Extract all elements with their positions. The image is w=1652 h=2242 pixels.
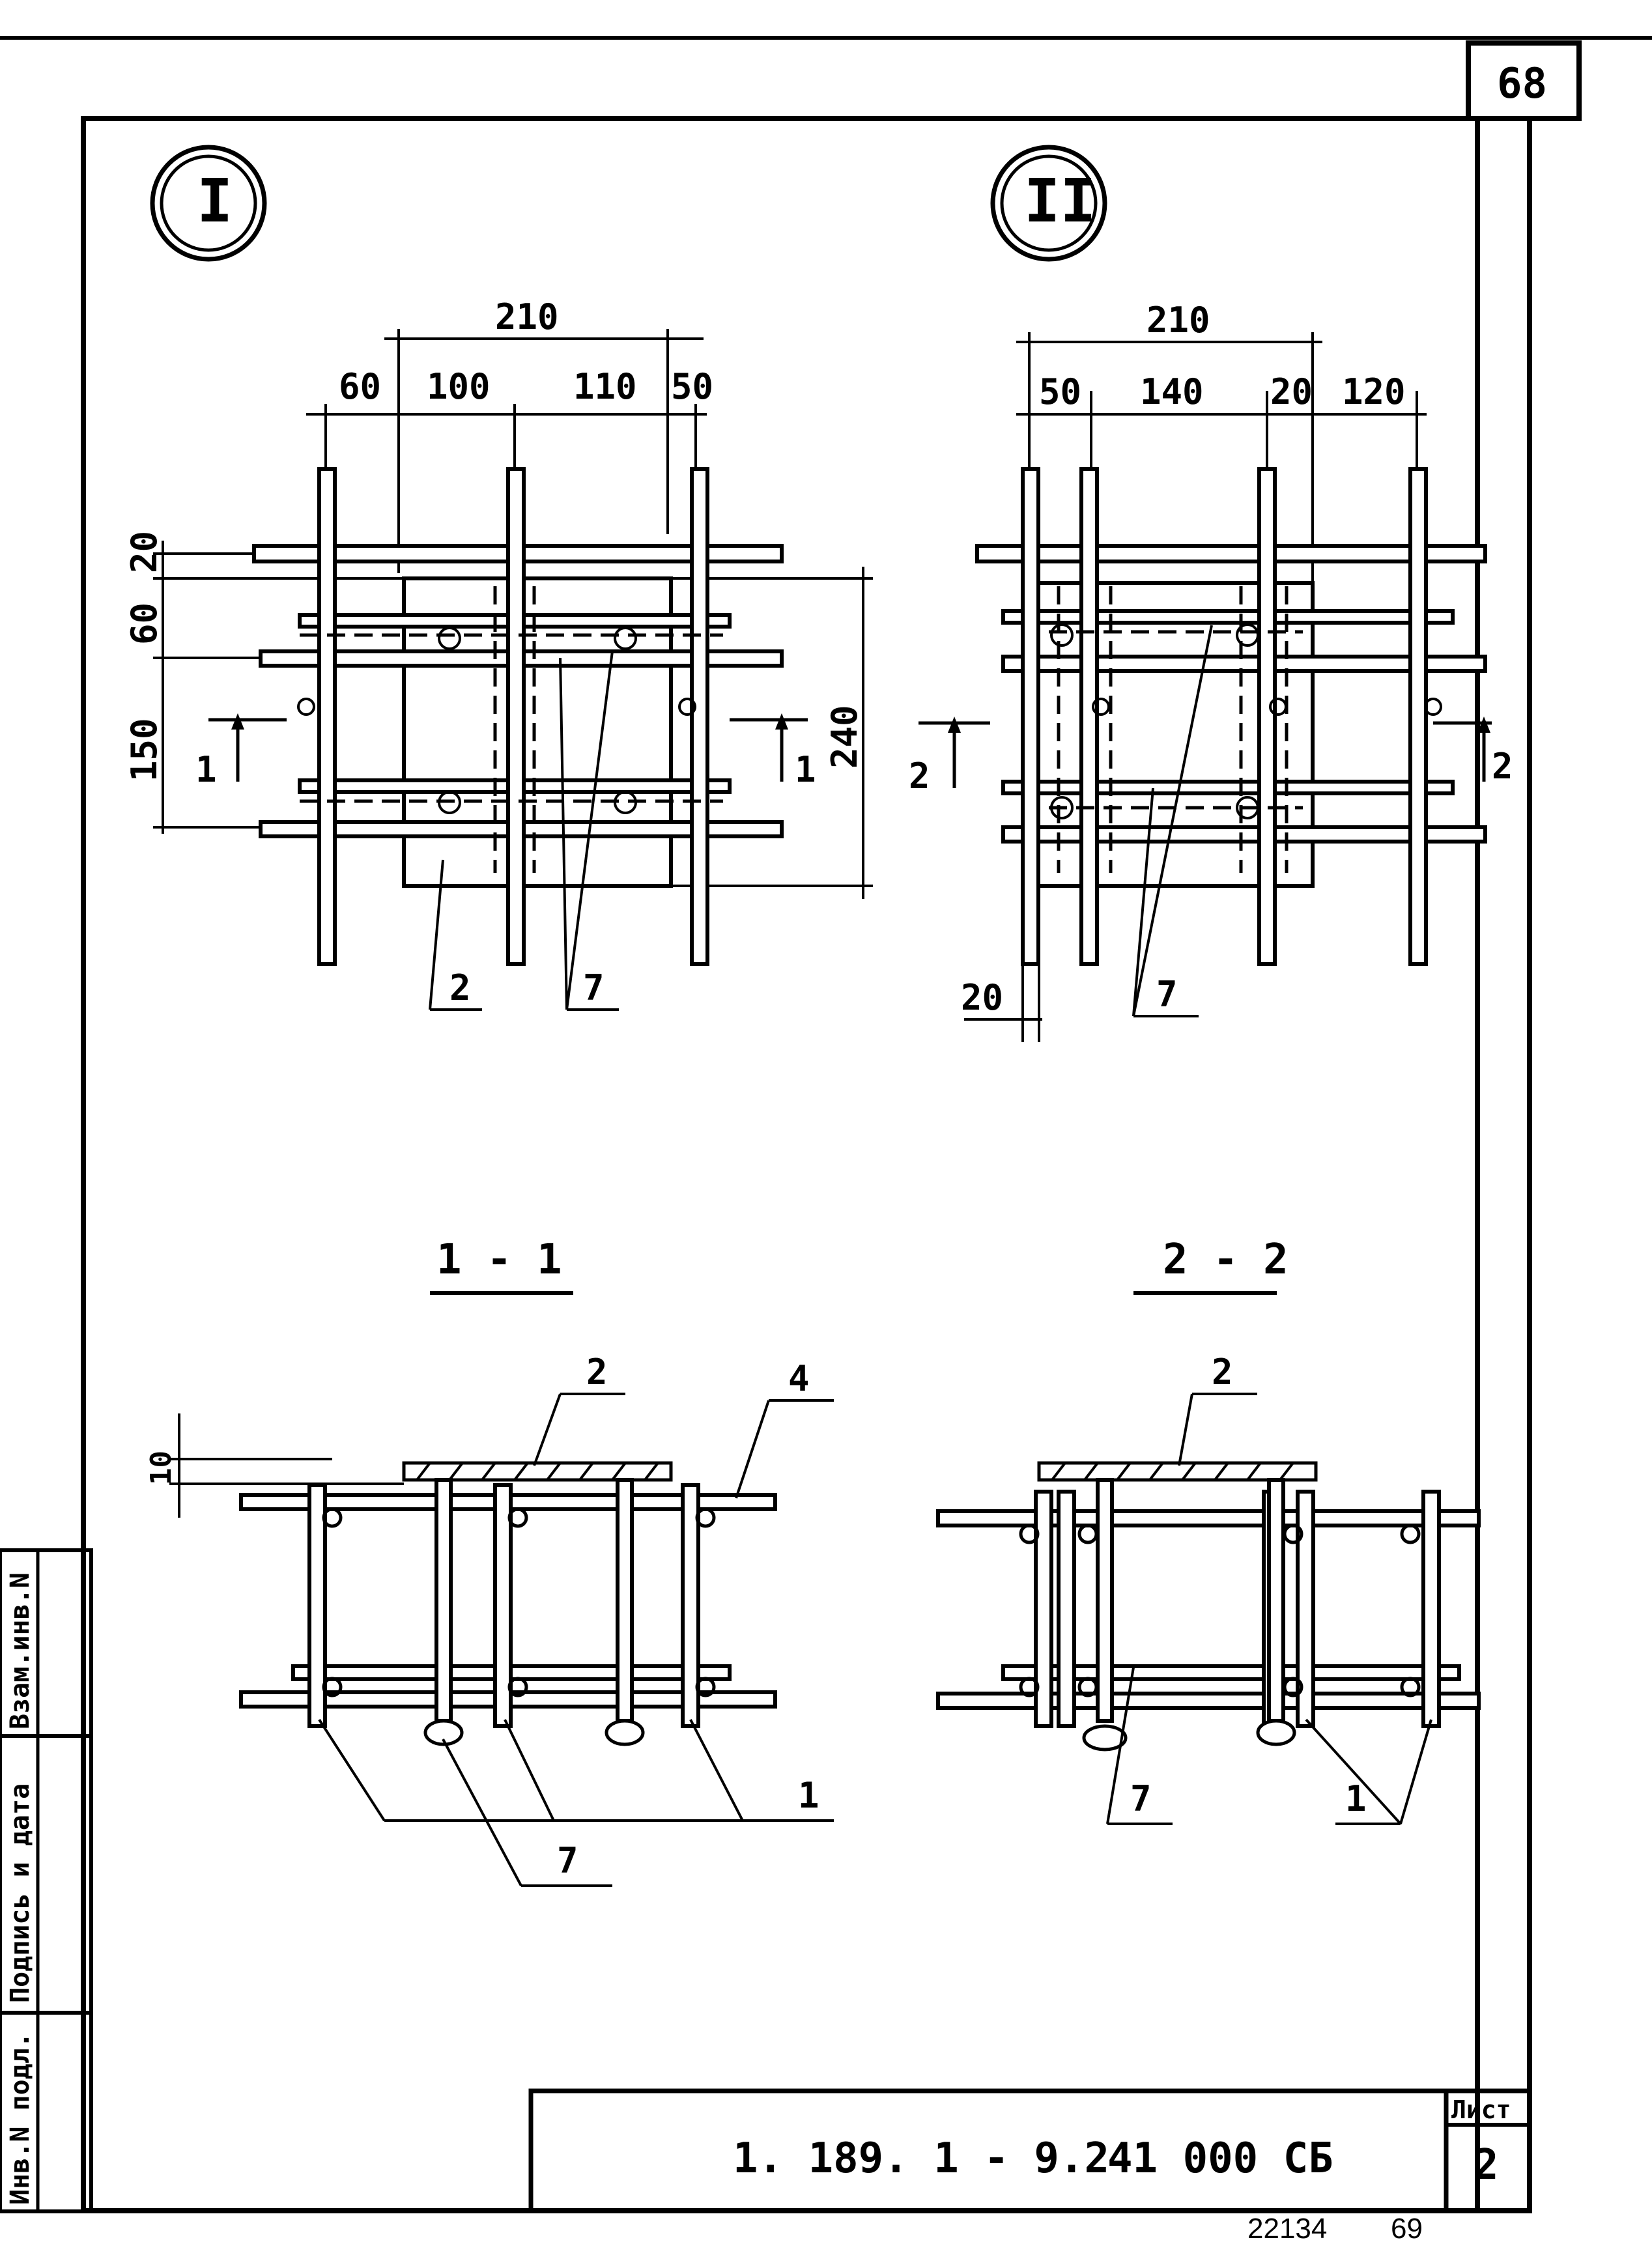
view-1-callout-anchor: 7 [583, 967, 605, 1008]
stamp-inv-podl: Инв.N подл. [5, 2032, 35, 2205]
view-1-dim-right: 240 [824, 705, 865, 769]
document-code: 1. 189. 1 - 9.2 [733, 2135, 1109, 2183]
section-1-1-dim: 10 [145, 1451, 178, 1485]
stamp-signature-date: Подпись и дата [5, 1783, 35, 2003]
view-1-dim-b: 100 [427, 366, 491, 407]
view-1-dim-left-a: 20 [124, 531, 165, 573]
view-1-section-left: 1 [195, 749, 217, 790]
view-1-dim-c: 110 [573, 366, 637, 407]
view-1-marker: I [197, 166, 233, 236]
view-2-section-left: 2 [909, 756, 930, 797]
sheet-frame [0, 36, 1652, 2213]
archive-number: 22134 [1247, 2213, 1327, 2242]
view-1-dim-a: 60 [339, 366, 381, 407]
view-2-dim-a: 50 [1039, 371, 1081, 412]
view-1-dim-total: 210 [495, 296, 559, 337]
view-2-callout-anchor: 7 [1156, 974, 1178, 1015]
view-1-plate [402, 576, 673, 888]
view-2: II 210 50 140 20 120 [909, 145, 1513, 1042]
section-2-2-callout-frame: 1 [1345, 1778, 1367, 1819]
section-2-2-callout-anchor: 7 [1130, 1778, 1152, 1819]
archive-sheet: 69 [1391, 2213, 1423, 2242]
view-1-dim-left-b: 60 [124, 603, 165, 645]
section-2-2-title: 2 - 2 [1163, 1236, 1289, 1284]
view-1: I 210 60 100 110 50 20 60 150 240 [124, 145, 873, 1011]
section-1-1-callout-bar: 4 [788, 1358, 810, 1399]
section-1-1-callout-frame: 1 [798, 1775, 819, 1816]
view-2-dim-d: 120 [1342, 371, 1406, 412]
section-1-1-title: 1 - 1 [436, 1236, 562, 1284]
view-2-dim-c: 20 [1270, 371, 1313, 412]
side-stamp [0, 1548, 93, 2213]
view-1-dimensions [306, 329, 707, 573]
view-2-dim-bottom: 20 [961, 977, 1003, 1018]
section-1-1-callout-plate: 2 [586, 1352, 608, 1393]
drawing-number: 41 000 СБ [1107, 2135, 1333, 2183]
sheet-label: Лист [1451, 2095, 1511, 2124]
view-1-dim-d: 50 [671, 366, 713, 407]
view-1-callout-plate: 2 [449, 967, 471, 1008]
view-2-section-right: 2 [1492, 746, 1513, 787]
section-1-1: 1 - 1 10 2 4 [145, 1236, 834, 1887]
view-2-dim-total: 210 [1146, 300, 1210, 341]
view-2-dim-b: 140 [1140, 371, 1204, 412]
section-2-2-callout-plate: 2 [1212, 1352, 1233, 1393]
section-1-1-callout-anchor: 7 [557, 1840, 578, 1881]
page-number: 68 [1497, 60, 1547, 108]
sheet-number: 2 [1474, 2141, 1499, 2189]
section-2-2: 2 - 2 2 7 [936, 1236, 1481, 1825]
view-1-dim-left-c: 150 [124, 718, 165, 782]
stamp-vzam-inv: Взам.инв.N [5, 1572, 35, 1729]
view-2-marker: II [1024, 166, 1096, 236]
title-block [528, 2088, 1532, 2213]
view-1-section-right: 1 [795, 749, 816, 790]
